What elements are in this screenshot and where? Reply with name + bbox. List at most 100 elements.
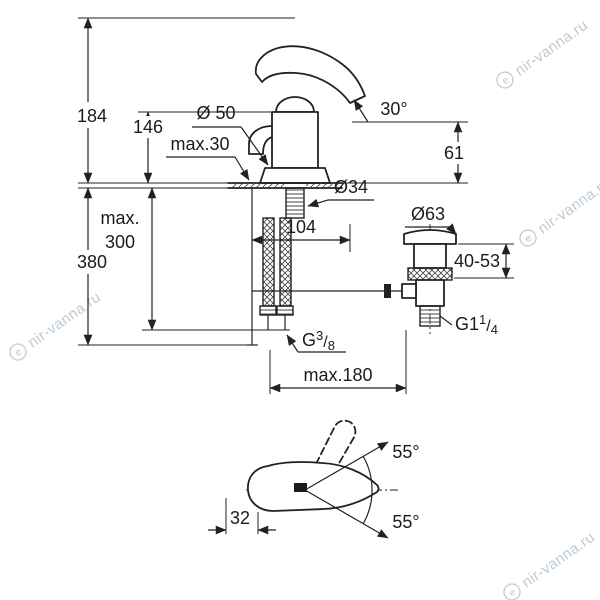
thread-prefix: G bbox=[302, 330, 316, 350]
dim-label-g38: G3/8 bbox=[302, 328, 335, 353]
waste-tailpiece bbox=[419, 305, 441, 327]
thread-denominator: 8 bbox=[328, 338, 335, 353]
dim-label-146: 146 bbox=[133, 117, 163, 137]
waste-body bbox=[415, 279, 445, 307]
dimension-hose-max300: max. 300 bbox=[100, 187, 290, 331]
deck-hatch-left bbox=[230, 183, 284, 188]
leader-line bbox=[307, 198, 329, 208]
hose-fitting-right bbox=[276, 305, 294, 316]
watermark-text: nir-vanna.ru bbox=[535, 175, 600, 238]
waste-neck bbox=[413, 243, 447, 269]
faucet-cap bbox=[275, 96, 315, 113]
leader-line bbox=[439, 315, 453, 326]
label-backing bbox=[438, 142, 474, 164]
watermark-logo-icon bbox=[519, 229, 537, 247]
deck-hatch-right bbox=[306, 183, 342, 188]
dim-label-30deg: 30° bbox=[380, 99, 407, 119]
faucet-base bbox=[259, 167, 331, 184]
threaded-shank bbox=[285, 187, 305, 219]
dim-label-104: 104 bbox=[286, 217, 316, 237]
label-backing bbox=[68, 250, 114, 274]
thread-numerator: 3 bbox=[316, 328, 323, 343]
watermark: e nir-vanna.ru bbox=[519, 175, 600, 247]
watermark-text: nir-vanna.ru bbox=[512, 17, 591, 80]
watermark-logo-letter: e bbox=[500, 74, 511, 86]
dimension-height-146: 146 bbox=[126, 111, 272, 184]
dim-label-55-top: 55° bbox=[392, 442, 419, 462]
dimensions-front: 184 146 Ø 50 max.30 30° bbox=[68, 17, 514, 394]
dim-label-max30: max.30 bbox=[170, 134, 229, 154]
dimension-height-61: 61 bbox=[342, 121, 474, 184]
faucet-body bbox=[271, 111, 319, 169]
thread-denominator: 4 bbox=[491, 322, 498, 337]
leader-line bbox=[353, 99, 369, 123]
dim-label-dia50: Ø 50 bbox=[196, 103, 235, 123]
dimension-diameter-34: Ø34 bbox=[307, 177, 374, 208]
dim-label-max180: max.180 bbox=[303, 365, 372, 385]
angle-arc-up bbox=[362, 455, 373, 491]
angle-arc-down bbox=[362, 489, 373, 525]
dim-label-32: 32 bbox=[230, 508, 250, 528]
leader-line bbox=[234, 156, 250, 181]
dimension-hose-thread: G3/8 bbox=[286, 328, 346, 353]
faucet-side-view: 55° 55° 32 bbox=[208, 419, 420, 539]
watermark-logo-icon bbox=[9, 343, 27, 361]
leader-line bbox=[240, 126, 269, 166]
dimension-clamp-4053: 40-53 bbox=[454, 243, 514, 279]
label-backing bbox=[126, 116, 170, 138]
linkage-knob bbox=[384, 284, 391, 298]
watermark-logo-icon bbox=[503, 583, 521, 600]
thread-numerator: 1 bbox=[479, 312, 486, 327]
dim-label-380: 380 bbox=[77, 252, 107, 272]
dim-label-184: 184 bbox=[77, 106, 107, 126]
dim-label-max: max. bbox=[100, 208, 139, 228]
dimension-offset-32: 32 bbox=[208, 498, 276, 535]
watermark-text: nir-vanna.ru bbox=[519, 529, 598, 592]
dim-label-dia63: Ø63 bbox=[411, 204, 445, 224]
thread-slash: / bbox=[486, 318, 491, 335]
dimension-deck-max30: max.30 bbox=[166, 134, 250, 181]
waste-rod-boss bbox=[401, 283, 417, 299]
angle-line-up bbox=[304, 441, 389, 491]
dim-label-300: 300 bbox=[105, 232, 135, 252]
faucet-lever bbox=[254, 45, 366, 104]
dim-label-55-bottom: 55° bbox=[392, 512, 419, 532]
watermark-logo-letter: e bbox=[523, 232, 534, 244]
waste-clamp-ring bbox=[407, 267, 453, 281]
dimension-offset-104: 104 bbox=[251, 217, 351, 252]
dim-label-g114: G11/4 bbox=[455, 312, 498, 337]
leader-line bbox=[286, 334, 299, 353]
flex-hose-left bbox=[262, 217, 275, 307]
watermark-logo-letter: e bbox=[13, 346, 24, 358]
dimension-diameter-63: Ø63 bbox=[405, 204, 457, 235]
faucet-front-view bbox=[227, 45, 404, 346]
watermark: e nir-vanna.ru bbox=[503, 529, 598, 600]
dimension-waste-thread: G11/4 bbox=[439, 312, 498, 337]
cartridge-opening bbox=[294, 483, 307, 492]
watermark-logo-letter: e bbox=[507, 586, 518, 598]
dim-label-61: 61 bbox=[444, 143, 464, 163]
watermark-logo-icon bbox=[496, 71, 514, 89]
dimension-angle-30: 30° bbox=[352, 99, 468, 123]
thread-prefix: G1 bbox=[455, 314, 479, 334]
watermark-text: nir-vanna.ru bbox=[25, 289, 104, 352]
watermark: e nir-vanna.ru bbox=[9, 289, 104, 361]
dimension-diameter-50: Ø 50 bbox=[192, 103, 269, 166]
dim-label-dia34: Ø34 bbox=[334, 177, 368, 197]
waste-flange bbox=[403, 229, 457, 245]
faucet-spout bbox=[248, 125, 273, 155]
lever-raised-dashed bbox=[315, 419, 357, 473]
angle-line-down bbox=[304, 489, 389, 539]
leader-line bbox=[446, 223, 457, 235]
side-body bbox=[247, 461, 380, 512]
dimension-rod-380: 380 bbox=[68, 187, 258, 346]
thread-slash: / bbox=[323, 334, 328, 351]
dim-label-4053: 40-53 bbox=[454, 251, 500, 271]
label-backing bbox=[70, 102, 114, 128]
watermark: e nir-vanna.ru bbox=[496, 17, 591, 89]
popup-waste-view bbox=[401, 224, 457, 334]
dimension-reach-max180: max.180 bbox=[269, 330, 407, 394]
dimension-height-184: 184 bbox=[70, 17, 295, 184]
